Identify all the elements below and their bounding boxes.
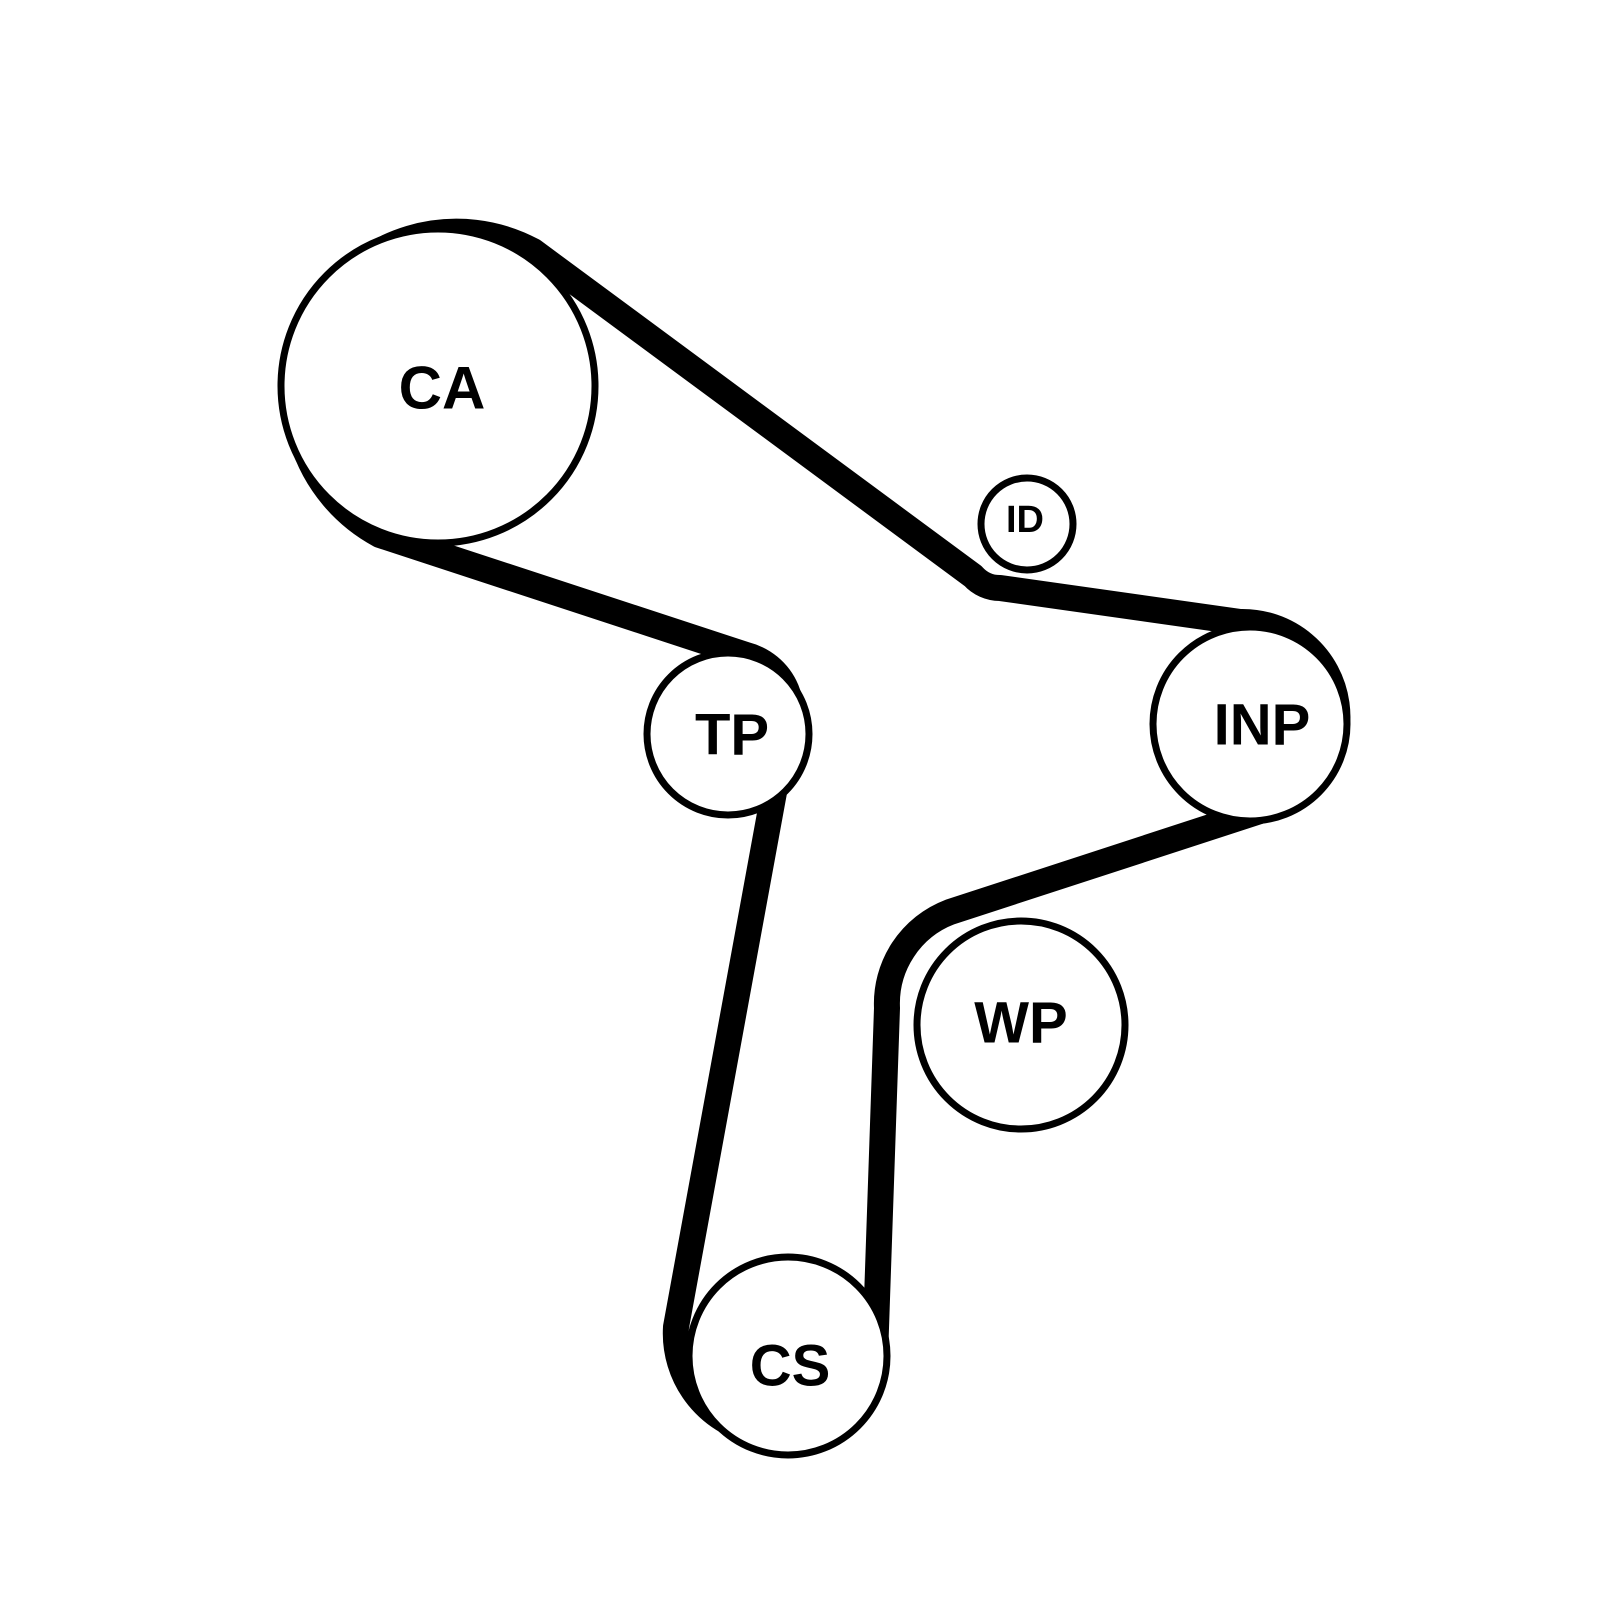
pulley-label-tp: TP (695, 703, 769, 768)
pulley-tp: TP (643, 649, 813, 819)
pulley-label-ca: CA (399, 355, 486, 422)
pulley-label-id: ID (1006, 499, 1044, 541)
pulley-inp: INP (1149, 623, 1351, 825)
pulley-label-wp: WP (974, 991, 1067, 1056)
pulley-label-cs: CS (750, 1334, 831, 1399)
pulley-cs: CS (685, 1253, 891, 1459)
pulley-wp: WP (913, 917, 1129, 1133)
pulley-ca: CA (277, 225, 599, 547)
pulley-label-inp: INP (1214, 693, 1311, 758)
pulley-id: ID (977, 474, 1077, 574)
